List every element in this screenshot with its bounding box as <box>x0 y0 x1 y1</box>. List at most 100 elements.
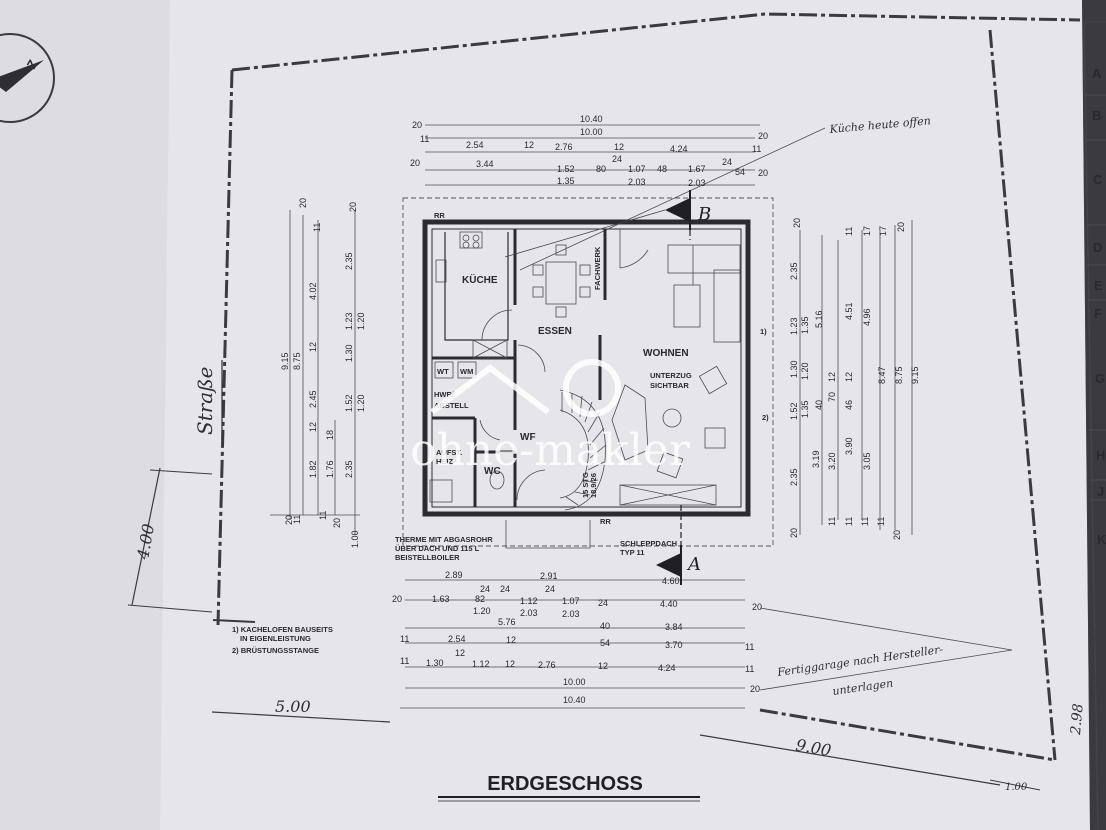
room-hwr: HWR/ <box>434 390 455 399</box>
side-letter-e: E <box>1094 278 1103 293</box>
svg-text:20: 20 <box>758 131 768 141</box>
svg-text:RR: RR <box>600 517 611 526</box>
svg-text:20: 20 <box>750 684 760 694</box>
svg-text:1.63: 1.63 <box>432 594 450 604</box>
svg-text:2.89: 2.89 <box>445 570 463 580</box>
svg-text:1.07: 1.07 <box>628 164 646 174</box>
svg-text:4.60: 4.60 <box>662 576 680 586</box>
svg-text:11: 11 <box>318 511 328 520</box>
label-unterzug: UNTERZUG <box>650 371 692 380</box>
svg-text:2.35: 2.35 <box>789 468 799 486</box>
svg-text:11: 11 <box>860 517 870 526</box>
svg-text:12: 12 <box>598 661 608 671</box>
svg-text:20: 20 <box>284 515 294 525</box>
svg-text:5.16: 5.16 <box>814 310 824 328</box>
svg-text:20: 20 <box>752 602 762 612</box>
svg-text:54: 54 <box>735 167 745 177</box>
svg-text:48: 48 <box>657 164 667 174</box>
svg-text:82: 82 <box>475 594 485 604</box>
svg-text:4.24: 4.24 <box>658 663 676 673</box>
svg-text:20: 20 <box>298 198 308 208</box>
svg-text:4.40: 4.40 <box>660 599 678 609</box>
legend-note-1: 1) KACHELOFEN BAUSEITS <box>232 625 333 634</box>
room-labels: KÜCHE ESSEN WOHNEN WF WC HWR/ ABSTELL AU… <box>434 211 769 526</box>
svg-text:IN EIGENLEISTUNG: IN EIGENLEISTUNG <box>240 634 311 643</box>
svg-text:12: 12 <box>505 659 515 669</box>
svg-text:1.82: 1.82 <box>308 460 318 478</box>
svg-text:8.47: 8.47 <box>877 366 887 384</box>
svg-text:20: 20 <box>896 222 906 232</box>
svg-text:B: B <box>697 204 711 225</box>
dimensions-bottom: 2.89 2.91 24 24 24 1.63 82 1.12 1.07 24 … <box>392 570 762 709</box>
drawing-title: ERDGESCHOSS <box>487 773 643 795</box>
svg-text:12: 12 <box>844 372 854 382</box>
svg-text:20: 20 <box>348 202 358 212</box>
svg-text:11: 11 <box>312 223 322 232</box>
svg-text:10.00: 10.00 <box>563 677 586 687</box>
svg-text:11: 11 <box>876 517 886 526</box>
svg-text:1.30: 1.30 <box>426 658 444 668</box>
svg-text:24: 24 <box>722 157 732 167</box>
svg-text:9.15: 9.15 <box>910 366 920 384</box>
svg-text:2.35: 2.35 <box>344 252 354 270</box>
room-kueche: KÜCHE <box>462 273 498 286</box>
svg-text:1.12: 1.12 <box>520 596 538 606</box>
room-wf: WF <box>520 432 536 443</box>
svg-text:2.03: 2.03 <box>520 608 538 618</box>
svg-text:8.75: 8.75 <box>292 352 302 370</box>
watermark: ohne-makler <box>410 359 691 476</box>
street-label: Straße <box>193 367 217 435</box>
svg-text:SICHTBAR: SICHTBAR <box>650 381 689 390</box>
svg-text:HEIZ: HEIZ <box>436 457 454 466</box>
side-letter-f: F <box>1094 306 1102 321</box>
svg-text:11: 11 <box>844 517 854 526</box>
svg-text:4.02: 4.02 <box>308 282 318 300</box>
svg-text:2.03: 2.03 <box>628 177 646 187</box>
north-arrow-icon: Z <box>0 33 55 123</box>
svg-text:54: 54 <box>600 638 610 648</box>
leader-lines <box>519 127 1013 691</box>
legend-note-2: 2) BRÜSTUNGSSTANGE <box>232 646 319 655</box>
svg-text:4.24: 4.24 <box>670 144 688 154</box>
svg-text:1.23: 1.23 <box>344 312 354 330</box>
side-letter-c: C <box>1093 172 1103 187</box>
plot-boundary <box>212 12 1081 762</box>
svg-text:1.00: 1.00 <box>1005 782 1028 793</box>
side-letter-k: K <box>1097 532 1106 547</box>
svg-text:4.51: 4.51 <box>844 302 854 320</box>
svg-text:8.75: 8.75 <box>894 366 904 384</box>
svg-text:2): 2) <box>762 413 769 422</box>
dimensions-right: 2.35 1.23 1.30 1.52 2.35 1.35 5.16 1.20 … <box>789 218 920 540</box>
svg-text:2.98: 2.98 <box>1068 703 1087 737</box>
svg-text:70: 70 <box>827 392 837 402</box>
svg-text:4.96: 4.96 <box>862 308 872 326</box>
svg-text:10.00: 10.00 <box>580 127 603 137</box>
furniture <box>429 231 741 506</box>
svg-text:1.67: 1.67 <box>688 164 706 174</box>
svg-text:12: 12 <box>827 372 837 382</box>
svg-text:2.45: 2.45 <box>308 390 318 408</box>
svg-text:9.15: 9.15 <box>280 352 290 370</box>
svg-text:2.76: 2.76 <box>555 142 573 152</box>
svg-text:1.52: 1.52 <box>789 402 799 420</box>
svg-text:5.76: 5.76 <box>498 617 516 627</box>
svg-text:10.40: 10.40 <box>580 114 603 124</box>
svg-text:2.76: 2.76 <box>538 660 556 670</box>
stair-label: 15 STG <box>581 472 590 498</box>
svg-text:24: 24 <box>612 154 622 164</box>
right-edge-shadow <box>1082 0 1106 830</box>
svg-text:11: 11 <box>745 664 754 674</box>
svg-text:1): 1) <box>760 327 767 336</box>
svg-text:3.20: 3.20 <box>827 452 837 470</box>
svg-text:1.30: 1.30 <box>344 344 354 362</box>
label-wt: WT <box>437 367 449 376</box>
svg-text:17: 17 <box>878 226 888 236</box>
svg-text:11: 11 <box>745 642 754 652</box>
svg-text:1.20: 1.20 <box>356 312 366 330</box>
svg-text:12: 12 <box>308 342 318 352</box>
svg-text:1.35: 1.35 <box>800 316 810 334</box>
svg-text:20: 20 <box>412 120 422 130</box>
room-wc: WC <box>484 466 501 477</box>
